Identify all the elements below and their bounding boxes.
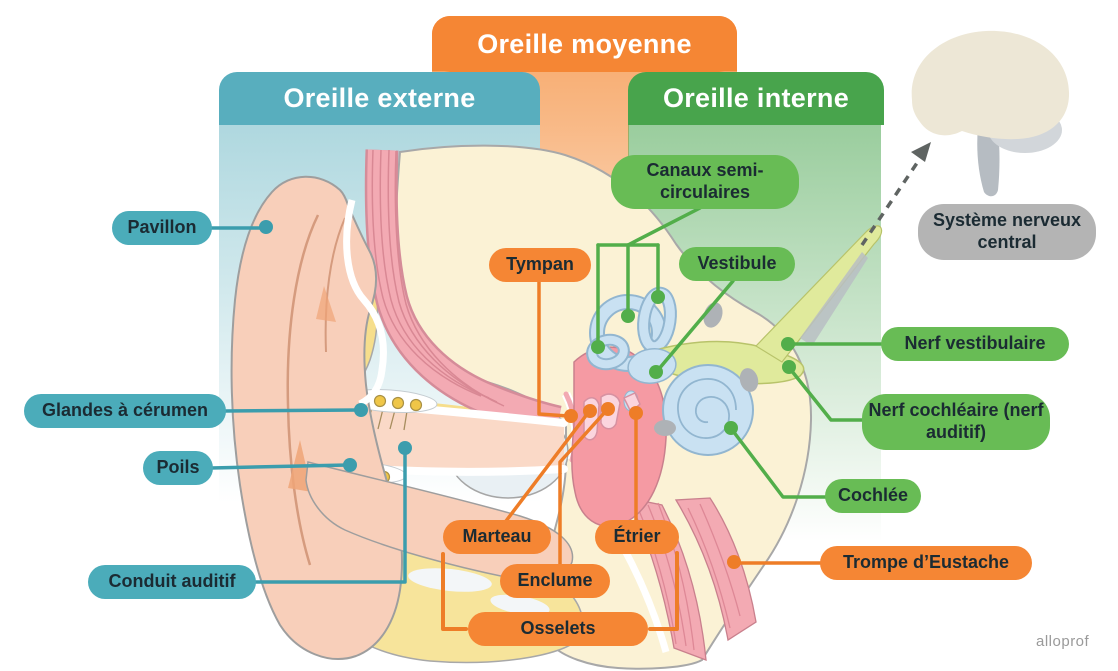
leader-glandes-cerumen (222, 403, 368, 417)
label-enclume: Enclume (500, 564, 610, 598)
section-header-oreille-interne: Oreille interne (628, 72, 884, 125)
leader-enclume (558, 402, 615, 567)
label-tympan: Tympan (489, 248, 591, 282)
label-marteau: Marteau (443, 520, 551, 554)
leader-vestibule (649, 279, 735, 379)
leader-nerf-vestibulaire (781, 337, 884, 351)
label-nerf-vestibulaire: Nerf vestibulaire (881, 327, 1069, 361)
vestibule-shape (627, 348, 677, 384)
label-conduit-auditif: Conduit auditif (88, 565, 256, 599)
leader-tympan (537, 279, 578, 423)
section-header-oreille-externe: Oreille externe (219, 72, 540, 125)
label-vestibule: Vestibule (679, 247, 795, 281)
alloprof-watermark: alloprof (1036, 633, 1090, 650)
gland-pocket-lower (408, 568, 492, 592)
cerebrum (911, 30, 1070, 140)
label-trompe-eustache: Trompe d’Eustache (820, 546, 1032, 580)
label-poils: Poils (143, 451, 213, 485)
auditory-nerve-spike (755, 225, 883, 363)
leader-nerf-cochleaire (782, 360, 866, 422)
label-systeme-nerveux-central: Système nerveux central (918, 204, 1096, 260)
pinna-fold-line-2 (324, 217, 346, 353)
pinna-shading-2 (316, 286, 336, 322)
cochlea-spiral (677, 378, 737, 439)
leader-marteau (504, 404, 597, 523)
leader-cochlee (724, 421, 828, 499)
nerve-to-brain-arrow (860, 142, 931, 246)
brain-illustration (911, 30, 1070, 197)
leader-conduit-auditif (252, 441, 412, 584)
leader-etrier (629, 406, 643, 523)
leader-osselets-bracket (441, 551, 679, 631)
nerve-gray-sliver (800, 252, 868, 346)
section-header-oreille-moyenne: Oreille moyenne (432, 16, 737, 72)
leader-pavillon (208, 220, 273, 234)
bone-fragment-2 (739, 368, 759, 392)
leader-trompe-eustache (727, 555, 824, 569)
leader-poils (209, 458, 357, 472)
leader-canaux-semi-circulaires (591, 206, 702, 354)
label-glandes-cerumen: Glandes à cérumen (24, 394, 226, 428)
label-etrier: Étrier (595, 520, 679, 554)
pinna-fold-line (286, 214, 320, 566)
pinna-white-channel (343, 199, 387, 408)
bone-fragment-3 (654, 420, 676, 436)
label-cochlee: Cochlée (825, 479, 921, 513)
leader-lines (208, 206, 884, 631)
label-osselets: Osselets (468, 612, 648, 646)
label-canaux-semi-circulaires: Canaux semi-circulaires (611, 155, 799, 209)
brain-stem (977, 126, 1000, 197)
label-nerf-cochleaire: Nerf cochléaire (nerf auditif) (862, 394, 1050, 450)
muscle-band-top (364, 149, 562, 439)
label-pavillon: Pavillon (112, 211, 212, 245)
gland-pocket-lower-2 (490, 594, 550, 616)
